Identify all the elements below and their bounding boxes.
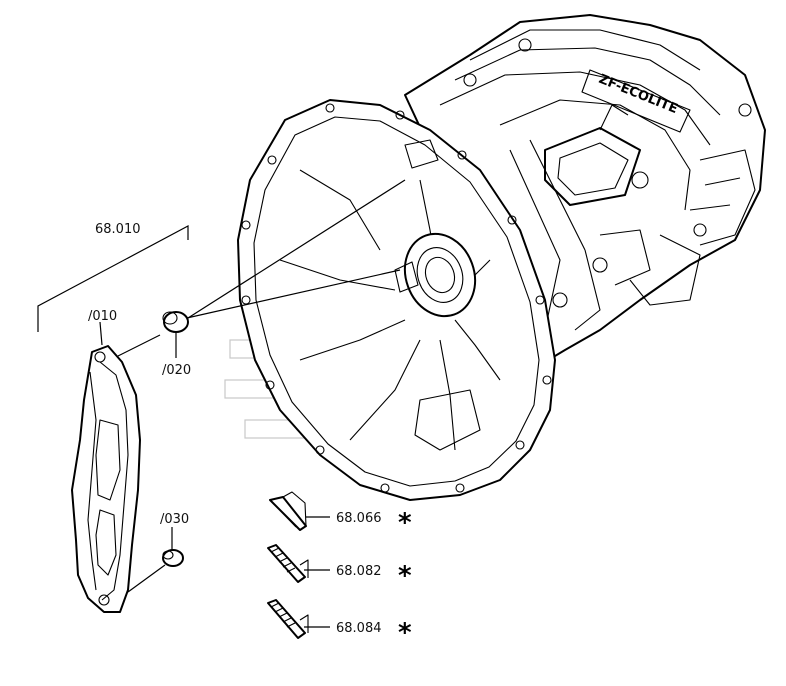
reference-68082-asterisk: * [398,561,412,591]
gearbox-housing: ZF-ECOLITE [404,14,766,366]
spring-clip-68082 [267,544,309,583]
callout-010[interactable]: /010 [88,309,117,324]
callout-020[interactable]: /020 [162,363,191,378]
spring-clip-68084 [267,599,309,639]
pad-part [162,549,184,567]
callout-030[interactable]: /030 [160,512,189,527]
bell-housing [237,99,556,501]
pivot-bushing-part [162,311,189,333]
group-ref-label[interactable]: 68.010 [95,222,141,237]
release-fork-part [71,345,141,613]
reference-68066-asterisk: * [398,508,412,538]
reference-68082[interactable]: 68.082 [336,564,382,579]
reference-68066[interactable]: 68.066 [336,511,382,526]
reference-68084-asterisk: * [398,618,412,648]
leader-lines [37,179,406,628]
reference-68084[interactable]: 68.084 [336,621,382,636]
spring-clip-68066 [269,491,307,531]
